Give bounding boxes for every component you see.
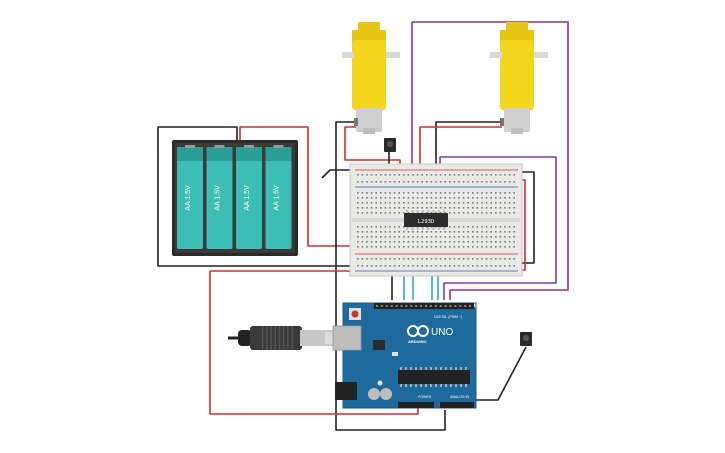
arduino-board[interactable]: UNO ARDUINO DIGITAL (PWM ~) POWER ANALOG… [332, 302, 477, 409]
wire-battery-positive[interactable] [239, 126, 352, 247]
analog-header-label: ANALOG IN [450, 395, 470, 399]
battery-cell-label: AA 1.5V [244, 185, 251, 211]
ir-sensor-right[interactable] [520, 332, 532, 346]
battery-cell-label: AA 1.5V [215, 185, 222, 211]
wire-left-motor-black[interactable] [335, 121, 446, 431]
battery-pack[interactable]: AA 1.5V AA 1.5V AA 1.5V AA 1.5V [172, 140, 298, 256]
battery-cell: AA 1.5V [265, 145, 292, 249]
digital-header [374, 303, 474, 309]
ir-sensor-left[interactable] [384, 138, 396, 152]
wire-purple[interactable] [439, 156, 557, 300]
arduino-model: UNO [431, 327, 453, 338]
motor-driver-chip[interactable]: L293D [404, 210, 448, 230]
breadboard[interactable] [349, 163, 523, 277]
chip-label: L293D [418, 219, 435, 225]
digital-header-label: DIGITAL (PWM ~) [434, 315, 462, 319]
wire-magenta[interactable] [411, 21, 569, 300]
arduino-brand: ARDUINO [408, 339, 427, 344]
battery-cell: AA 1.5V [177, 145, 203, 249]
battery-cell-label: AA 1.5V [185, 185, 192, 211]
power-header [398, 402, 434, 408]
wire-rail-black-left[interactable] [321, 169, 352, 179]
right-motor[interactable] [490, 22, 548, 134]
wire-arduino-5v[interactable] [209, 270, 419, 415]
arduino-logo-icon [407, 325, 429, 337]
wire-battery-negative[interactable] [157, 126, 350, 267]
battery-cell-label: AA 1.5V [274, 185, 281, 211]
battery-cell: AA 1.5V [236, 145, 262, 249]
battery-cell: AA 1.5V [206, 145, 233, 249]
power-header-label: POWER [418, 395, 432, 399]
analog-header [440, 402, 474, 408]
usb-cable[interactable] [228, 326, 347, 350]
left-motor[interactable] [342, 22, 400, 134]
